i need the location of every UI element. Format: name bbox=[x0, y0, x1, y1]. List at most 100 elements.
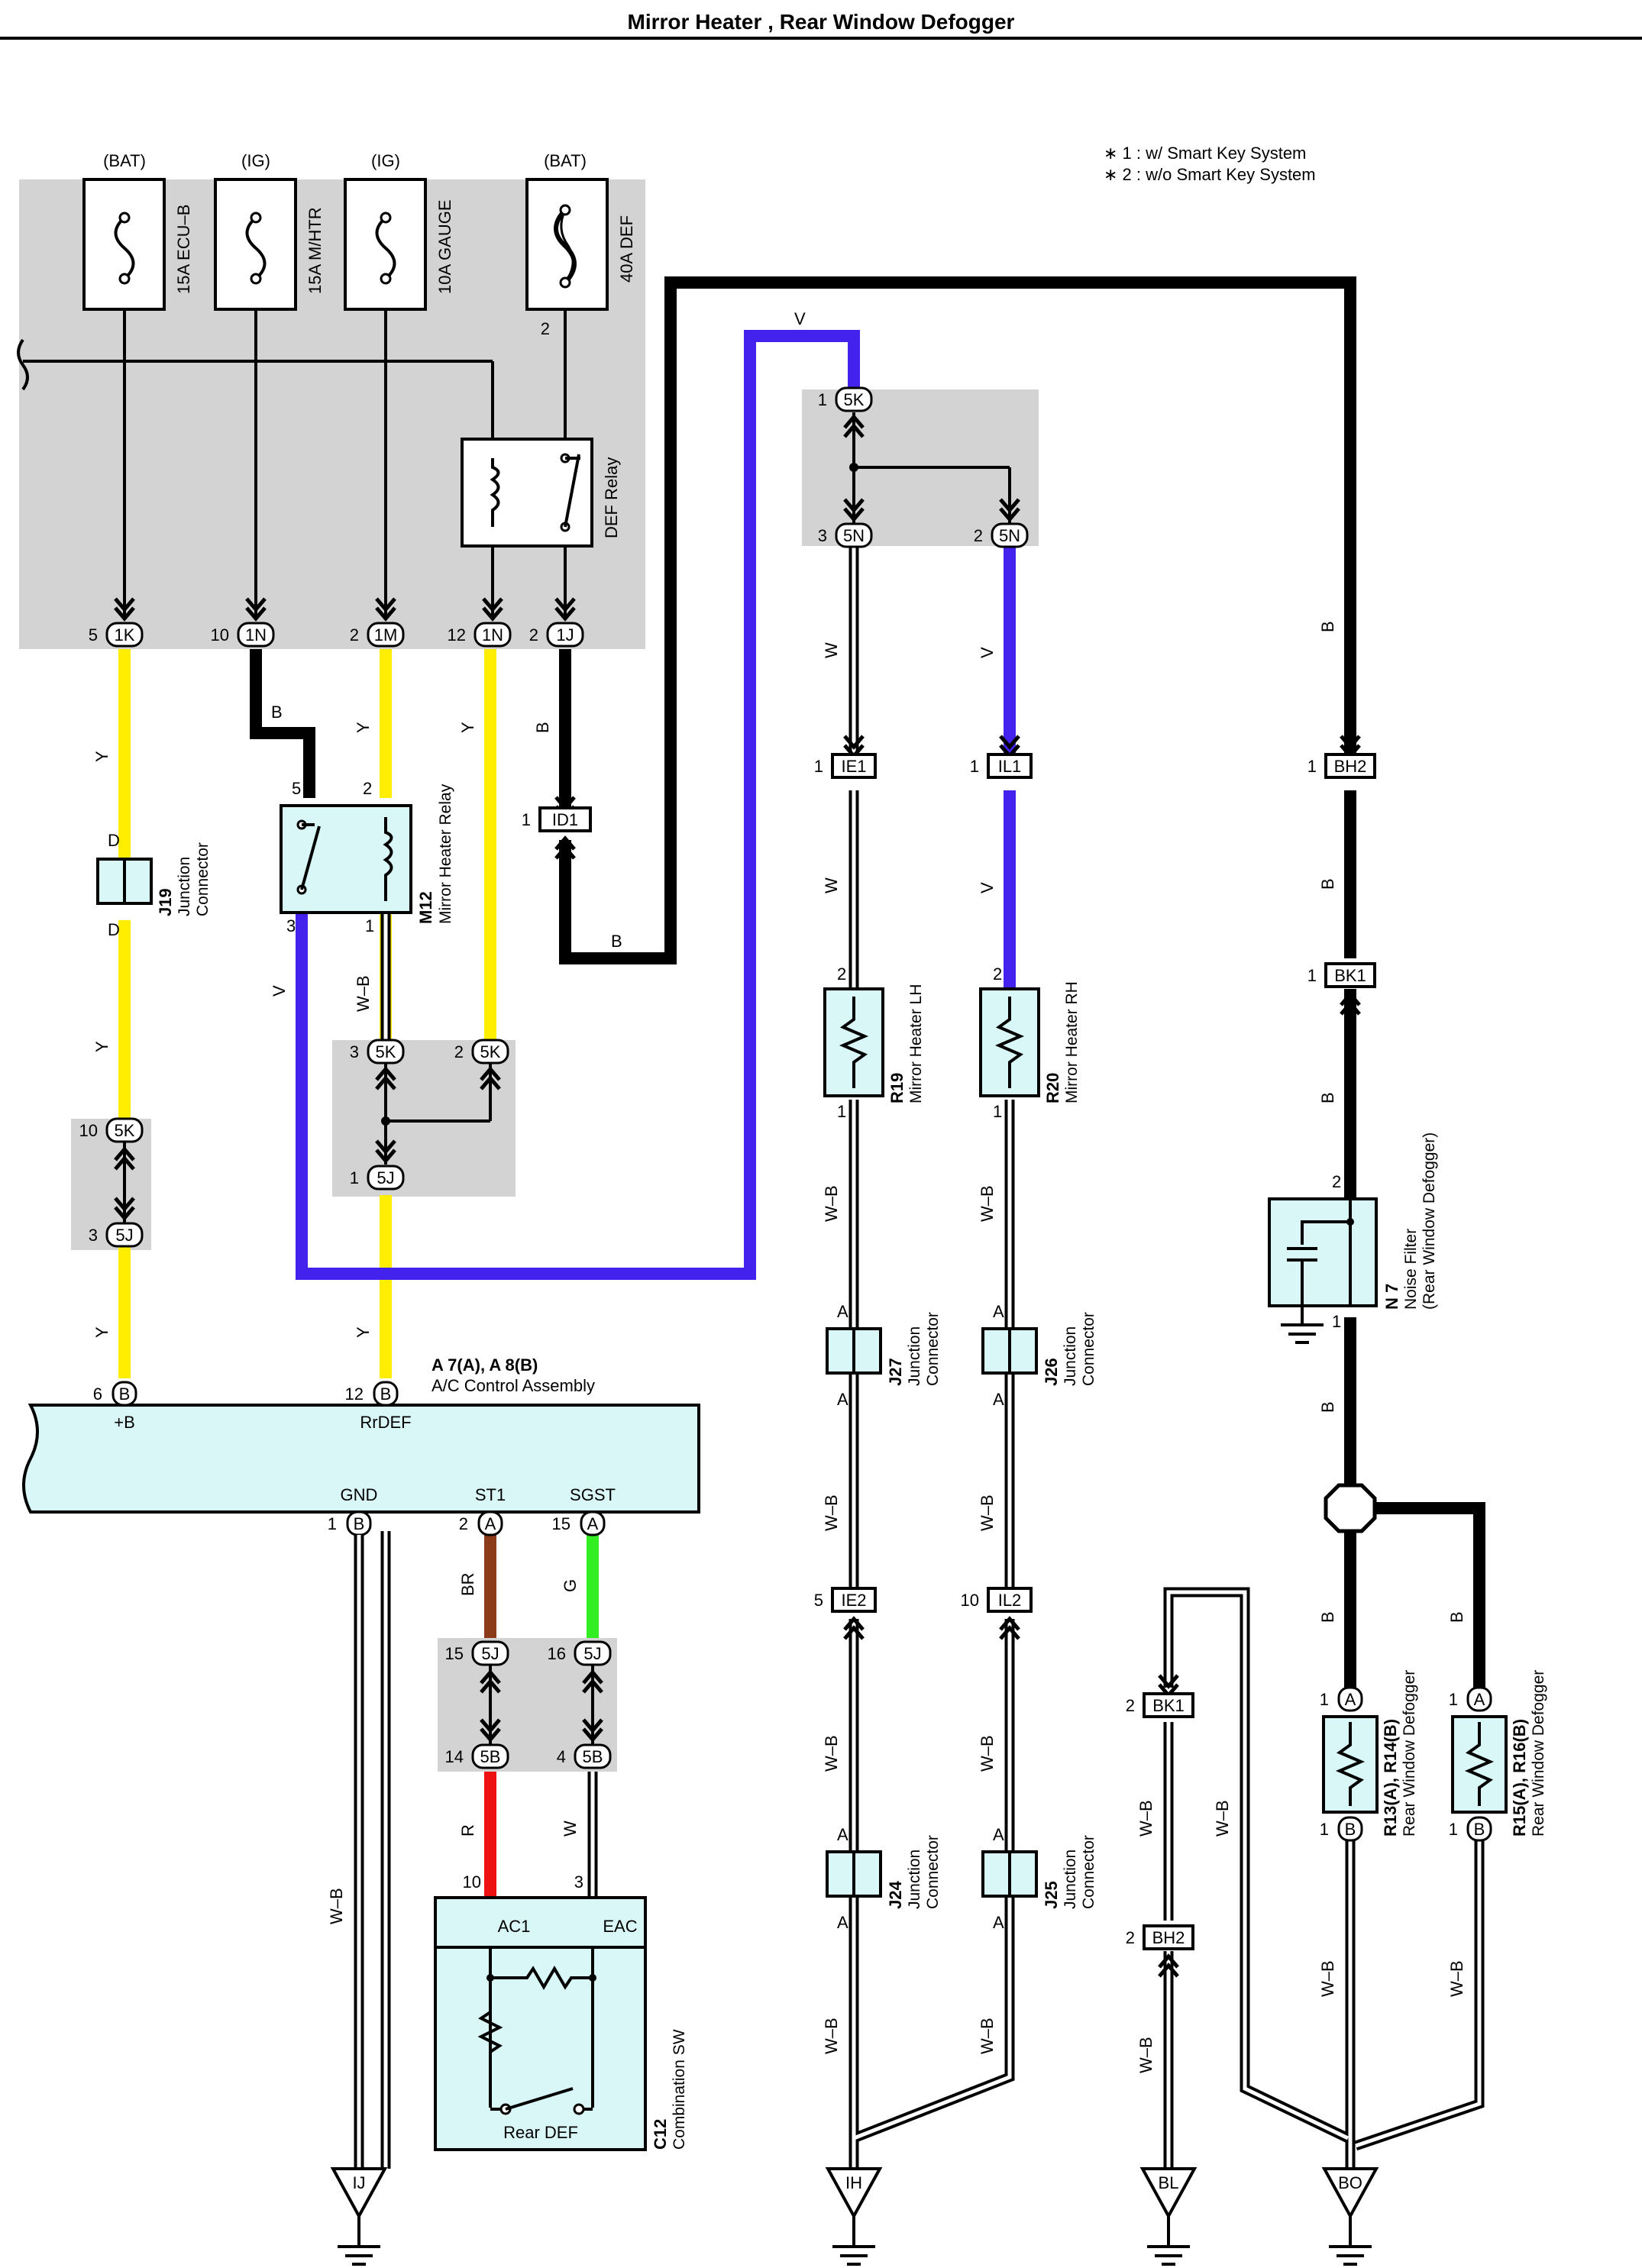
fuse-name-label: 15A ECU–B bbox=[174, 205, 193, 294]
pin-label: 3 bbox=[89, 1226, 98, 1245]
mirror-heater-relay: 5 2 3 1 M12 Mirror Heater Relay bbox=[280, 779, 454, 935]
pin-label: 2 bbox=[350, 625, 359, 645]
ground-bo: BO bbox=[1321, 2167, 1379, 2266]
pin-label: 1 bbox=[1307, 966, 1317, 985]
pin-label: 12 bbox=[448, 625, 466, 645]
switch-label: Rear DEF bbox=[503, 2123, 578, 2142]
pin-label: 2 bbox=[1332, 1172, 1341, 1191]
pin-label: 5 bbox=[814, 1591, 823, 1610]
black-wires bbox=[250, 276, 1485, 1695]
component-name: Junction bbox=[906, 1326, 923, 1386]
pin-label: 2 bbox=[837, 964, 846, 984]
component-name: Rear Window Defogger bbox=[1401, 1670, 1418, 1837]
def-relay: DEF Relay bbox=[461, 438, 621, 548]
component-id: R15(A), R16(B) bbox=[1510, 1719, 1529, 1837]
conn-label: 5B bbox=[583, 1747, 603, 1766]
component-name: Connector bbox=[1080, 1835, 1097, 1909]
fuse-power-label: (IG) bbox=[371, 151, 400, 170]
conn-label: 1K bbox=[115, 625, 135, 645]
component-name: Mirror Heater Relay bbox=[437, 783, 454, 924]
noise-filter: 2 1 N 7 Noise Filter (Rear Window Defogg… bbox=[1268, 1132, 1438, 1344]
component-name: Junction bbox=[906, 1850, 923, 1909]
wire-labels-left: Y Y Y B Y Y Y B V W–B B V bbox=[92, 309, 806, 1338]
connector-group-5k5n: 5K 1 5N 3 5N 2 bbox=[818, 386, 1029, 548]
connector-bh2-lower: BH2 2 bbox=[1126, 1924, 1194, 1976]
wire-color-label: B bbox=[1447, 1611, 1466, 1623]
component-id: R19 bbox=[887, 1073, 907, 1103]
pin-label: 3 bbox=[818, 526, 827, 545]
conn-label: 5B bbox=[480, 1747, 501, 1766]
pin-label: 15 bbox=[552, 1514, 570, 1533]
fuse-gauge: (IG) 10A GAUGE bbox=[344, 151, 454, 311]
wire-color-label: V bbox=[978, 882, 997, 893]
pin-function: GND bbox=[341, 1485, 378, 1504]
connector-bh2-top: BH2 1 bbox=[1307, 736, 1376, 779]
wire-labels-right: W W V V B B B B B B W–B W–B W–B W–B W–B … bbox=[822, 621, 1466, 2073]
wire-color-label: R bbox=[458, 1824, 477, 1837]
wire-color-label: B bbox=[1318, 1401, 1337, 1413]
pin-label: 1 bbox=[1449, 1820, 1458, 1839]
component-id: N 7 bbox=[1382, 1284, 1401, 1310]
pin-label: B bbox=[380, 1384, 392, 1404]
connector-id1: ID1 1 bbox=[522, 797, 592, 858]
conn-label: 5J bbox=[481, 1644, 499, 1663]
pin-label: A bbox=[993, 1825, 1004, 1844]
pin-label: 1 bbox=[350, 1168, 359, 1187]
wire-color-label: W bbox=[561, 1821, 580, 1837]
def-relay-label: DEF Relay bbox=[602, 457, 621, 538]
component-id: J19 bbox=[156, 888, 175, 916]
pin-label: 1 bbox=[1320, 1820, 1329, 1839]
pin-label: 2 bbox=[459, 1514, 468, 1533]
pin-label: 1 bbox=[818, 390, 827, 409]
wire-color-label: W bbox=[822, 877, 841, 893]
connector-il2: IL2 10 bbox=[961, 1587, 1033, 1639]
pin-function: AC1 bbox=[498, 1917, 531, 1936]
wire-break-mark bbox=[17, 338, 29, 391]
pin-label: 5 bbox=[292, 779, 301, 798]
pin-label: 1 bbox=[993, 1102, 1002, 1121]
white-wires bbox=[380, 546, 1485, 2169]
pin-function: RrDEF bbox=[360, 1413, 411, 1432]
connector-1k: 1K 5 bbox=[89, 622, 144, 648]
component-id: R20 bbox=[1043, 1073, 1062, 1103]
violet-wires bbox=[296, 330, 1016, 1280]
wire-color-label: W–B bbox=[978, 1185, 997, 1222]
conn-label: BK1 bbox=[1334, 966, 1366, 985]
component-name: Mirror Heater LH bbox=[907, 984, 925, 1103]
component-id: J27 bbox=[886, 1358, 905, 1386]
pin-label: 1 bbox=[1307, 757, 1317, 776]
connector-group-mid: 5K 3 5K 2 5J 1 bbox=[350, 1039, 509, 1191]
component-id: C12 bbox=[651, 2119, 670, 2150]
wire-color-label: G bbox=[561, 1579, 580, 1592]
pin-label: 2 bbox=[529, 625, 538, 645]
pin-label: A bbox=[587, 1514, 599, 1533]
fuse-name-label: 10A GAUGE bbox=[435, 199, 454, 294]
pin-label: A bbox=[993, 1390, 1004, 1409]
wire-color-label: W–B bbox=[822, 1735, 841, 1772]
note-1: ∗ 1 : w/ Smart Key System bbox=[1104, 144, 1306, 163]
pin-label: 15 bbox=[445, 1644, 464, 1663]
conn-label: IE1 bbox=[841, 757, 866, 776]
junction-connector-j27: A A J27 Junction Connector bbox=[826, 1302, 942, 1409]
pin-label: A bbox=[837, 1390, 848, 1409]
conn-label: 5J bbox=[115, 1226, 133, 1245]
conn-label: IL2 bbox=[998, 1591, 1022, 1610]
component-name: Connector bbox=[194, 842, 212, 916]
conn-label: 1M bbox=[374, 625, 398, 645]
mirror-heater-rh: 2 1 R20 Mirror Heater RH bbox=[979, 964, 1081, 1121]
conn-label: BK1 bbox=[1152, 1696, 1185, 1715]
conn-label: 1N bbox=[482, 625, 503, 645]
pin-label: 2 bbox=[993, 964, 1002, 984]
connector-group-left: 5K 10 5J 3 bbox=[79, 1117, 144, 1248]
conn-label: 5N bbox=[843, 526, 865, 545]
pin-label: A bbox=[837, 1825, 848, 1844]
component-id: J26 bbox=[1042, 1358, 1061, 1386]
connector-1n-a: 1N 10 bbox=[211, 622, 275, 648]
pin-label: B bbox=[119, 1384, 131, 1404]
junction-connector-j19: D D J19 Junction Connector bbox=[96, 831, 212, 939]
wire-color-label: B bbox=[271, 703, 283, 722]
wire-color-label: W bbox=[822, 642, 841, 658]
component-name: Connector bbox=[924, 1835, 942, 1909]
pin-label: 5 bbox=[89, 625, 98, 645]
pin-label: 10 bbox=[211, 625, 229, 645]
